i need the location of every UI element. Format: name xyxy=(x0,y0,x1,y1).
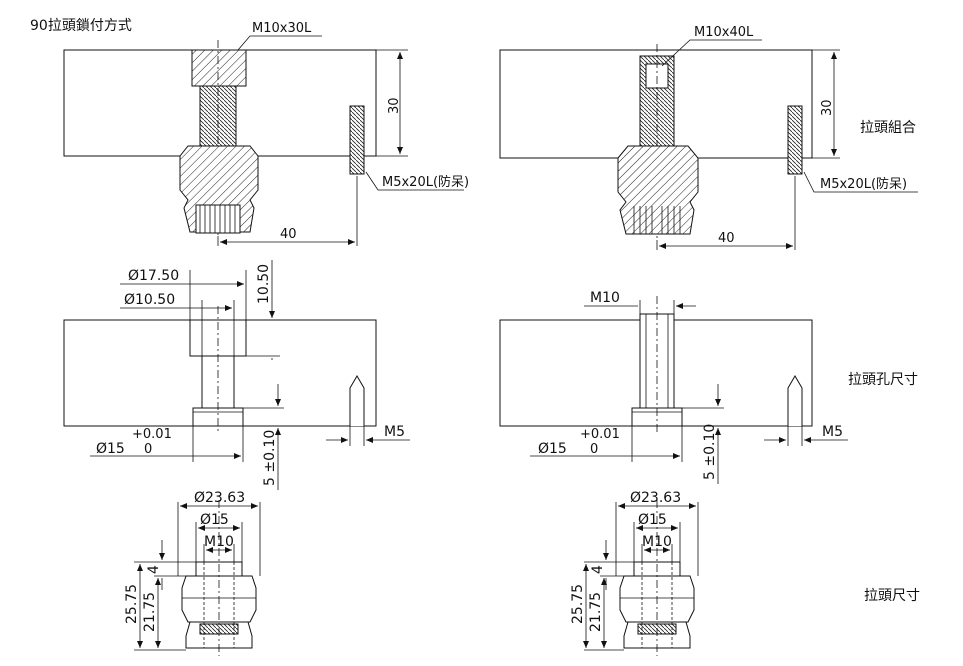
dim-4: 4 xyxy=(146,565,162,574)
pin-size: M5 xyxy=(384,424,405,440)
section-label-pull-stud-size: 拉頭尺寸 xyxy=(864,588,920,604)
dia-outer: Ø23.63 xyxy=(194,490,245,506)
bolt-label: M10x40L xyxy=(694,25,754,40)
pull-stud xyxy=(617,145,699,235)
dia-bottom: Ø15 xyxy=(538,441,567,457)
dia-outer: Ø23.63 xyxy=(630,490,681,506)
tol-lower: 0 xyxy=(144,442,152,457)
tol-upper: +0.01 xyxy=(580,427,620,442)
hole-right xyxy=(499,296,848,484)
section-label-assembly: 拉頭組合 xyxy=(860,120,916,136)
depth-dim: 10.50 xyxy=(256,264,272,304)
offset-dim: 40 xyxy=(280,227,297,242)
pin-depth: 5 ±0.10 xyxy=(702,424,718,480)
pin-hole xyxy=(349,375,365,426)
dim-4: 4 xyxy=(590,565,606,574)
dim-total: 25.75 xyxy=(570,584,586,624)
height-dim: 30 xyxy=(387,97,402,114)
tol-lower: 0 xyxy=(590,442,598,457)
pin-hole xyxy=(787,375,803,426)
height-dim: 30 xyxy=(820,99,835,116)
pin-size: M5 xyxy=(822,424,843,440)
dim-total: 25.75 xyxy=(124,584,140,624)
locating-pin xyxy=(349,105,365,175)
thread-label: M10 xyxy=(204,534,234,550)
dia-mid: Ø15 xyxy=(638,512,667,528)
hole-left xyxy=(63,260,410,490)
dia-mid: Ø15 xyxy=(200,512,229,528)
pin-depth: 5 ±0.10 xyxy=(262,430,278,486)
thread-label: M10 xyxy=(590,290,620,306)
bolt-label: M10x30L xyxy=(252,21,312,36)
page-title: 90拉頭鎖付方式 xyxy=(30,18,132,34)
tol-upper: +0.01 xyxy=(132,427,172,442)
dim-body: 21.75 xyxy=(588,592,604,632)
section-label-hole-size: 拉頭孔尺寸 xyxy=(848,372,918,388)
stud-right xyxy=(583,500,699,656)
assembly-left xyxy=(63,35,464,246)
locating-pin xyxy=(787,105,803,175)
pin-label: M5x20L(防呆) xyxy=(820,176,907,192)
stud-left xyxy=(134,500,261,656)
dia-counterbore: Ø17.50 xyxy=(128,268,179,284)
assembly-right xyxy=(499,39,918,250)
dim-body: 21.75 xyxy=(142,592,158,632)
pin-label: M5x20L(防呆) xyxy=(382,174,469,190)
bolt-head xyxy=(191,49,247,87)
offset-dim: 40 xyxy=(718,231,735,246)
dia-bottom: Ø15 xyxy=(96,441,125,457)
dia-hole: Ø10.50 xyxy=(124,292,175,308)
thread-label: M10 xyxy=(642,534,672,550)
